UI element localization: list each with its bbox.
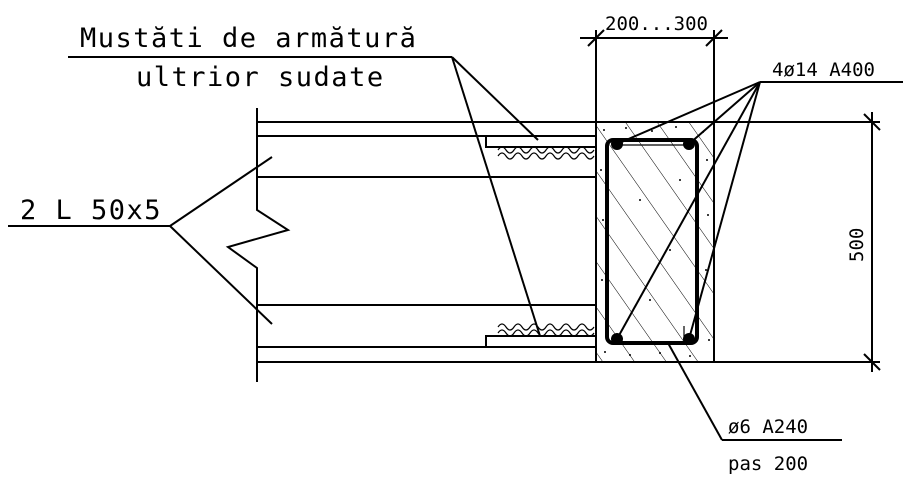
steel-beam: [225, 108, 596, 382]
angles-label: 2 L 50x5: [20, 195, 162, 226]
stirrups-label-1: ø6 A240: [728, 416, 808, 438]
width-dimension-label: 200...300: [605, 13, 708, 35]
dimension-height: [714, 112, 881, 372]
main-bars-label: 4ø14 A400: [772, 59, 875, 81]
weld-bars-label-1: Mustăti de armătură: [80, 23, 417, 54]
leader-lines: [8, 56, 903, 441]
stirrups-label-2: pas 200: [728, 453, 808, 475]
height-dimension-label: 500: [846, 228, 868, 262]
weld-bar-top: [485, 136, 596, 160]
weld-bar-bottom: [485, 323, 596, 347]
dimension-width: [580, 29, 728, 122]
weld-bars-label-2: ultrior sudate: [136, 62, 385, 93]
